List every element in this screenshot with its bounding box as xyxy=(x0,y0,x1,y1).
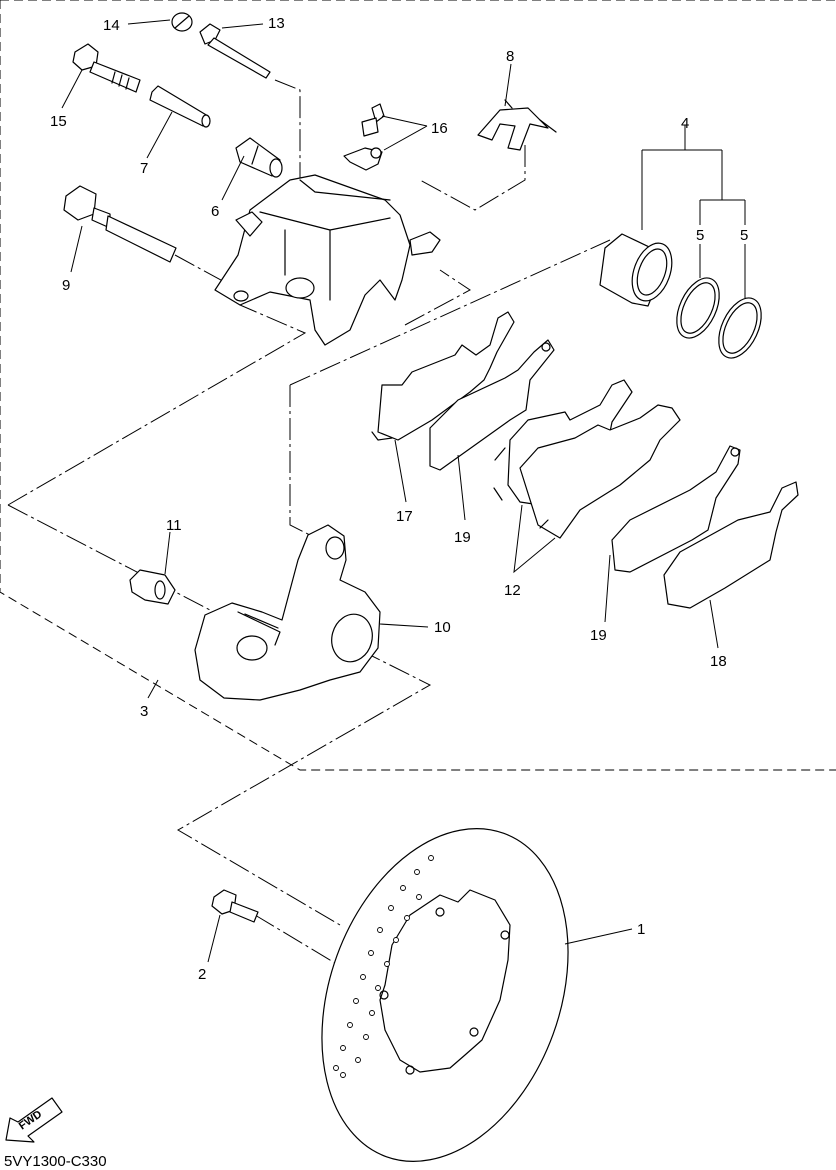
boot-part xyxy=(129,569,176,605)
bleed-screw-part xyxy=(343,103,385,171)
bushing-part xyxy=(235,137,283,178)
callout-17: 17 xyxy=(396,508,413,525)
seal-part-a xyxy=(676,277,720,339)
assembly-line-piston xyxy=(289,239,611,386)
caliper-bolt-part xyxy=(63,185,177,263)
shim-19b-part xyxy=(611,445,741,573)
assembly-line-caliper xyxy=(7,304,307,506)
callout-labels: 14 13 15 7 6 9 16 8 4 5 5 17 19 12 19 18… xyxy=(50,15,748,983)
brake-disc-part xyxy=(321,828,569,1162)
callout-11: 11 xyxy=(166,517,182,534)
pin-part xyxy=(149,85,211,128)
pad-pin-part xyxy=(199,23,271,79)
callout-6: 6 xyxy=(211,203,219,220)
leader-lines xyxy=(61,19,746,963)
disc-bolt-part xyxy=(211,889,259,923)
fwd-arrow-icon: FWD xyxy=(5,1097,63,1143)
assembly-line-disc xyxy=(177,649,432,926)
caliper-body xyxy=(214,174,441,346)
callout-13: 13 xyxy=(268,15,285,32)
caliper-bracket-part xyxy=(194,524,381,701)
callout-4: 4 xyxy=(681,115,689,132)
assembly-line-rear xyxy=(404,269,471,326)
drawing-code: 5VY1300-C330 xyxy=(4,1153,107,1170)
callout-15: 15 xyxy=(50,113,67,130)
assembly-line-bracket xyxy=(7,504,211,611)
shim-18-part xyxy=(663,481,799,609)
callout-3: 3 xyxy=(140,703,148,720)
callout-12: 12 xyxy=(504,582,521,599)
callout-1: 1 xyxy=(637,921,645,938)
callout-10: 10 xyxy=(434,619,451,636)
assembly-line-pin xyxy=(274,79,301,180)
assembly-boundary xyxy=(0,0,836,771)
bolt-15-part xyxy=(72,43,141,93)
seal-part-b xyxy=(718,297,762,359)
callout-5a: 5 xyxy=(696,227,704,244)
brake-pads-part xyxy=(493,379,681,539)
callout-8: 8 xyxy=(506,48,514,65)
callout-19a: 19 xyxy=(454,529,471,546)
assembly-line-bolt2 xyxy=(254,914,381,991)
assembly-line-bolt9 xyxy=(174,254,231,286)
shim-19a-part xyxy=(429,339,555,471)
piston-part xyxy=(599,233,673,307)
callout-16: 16 xyxy=(431,120,448,137)
callout-18: 18 xyxy=(710,653,727,670)
callout-9: 9 xyxy=(62,277,70,294)
callout-2: 2 xyxy=(198,966,206,983)
shim-17-part xyxy=(371,311,515,441)
assembly-line-clip xyxy=(419,145,526,211)
spring-clip-part xyxy=(477,99,557,151)
callout-14: 14 xyxy=(103,17,120,34)
callout-19b: 19 xyxy=(590,627,607,644)
callout-5b: 5 xyxy=(740,227,748,244)
plug-part xyxy=(171,12,193,32)
assembly-line-pads xyxy=(289,385,321,541)
callout-7: 7 xyxy=(140,160,148,177)
